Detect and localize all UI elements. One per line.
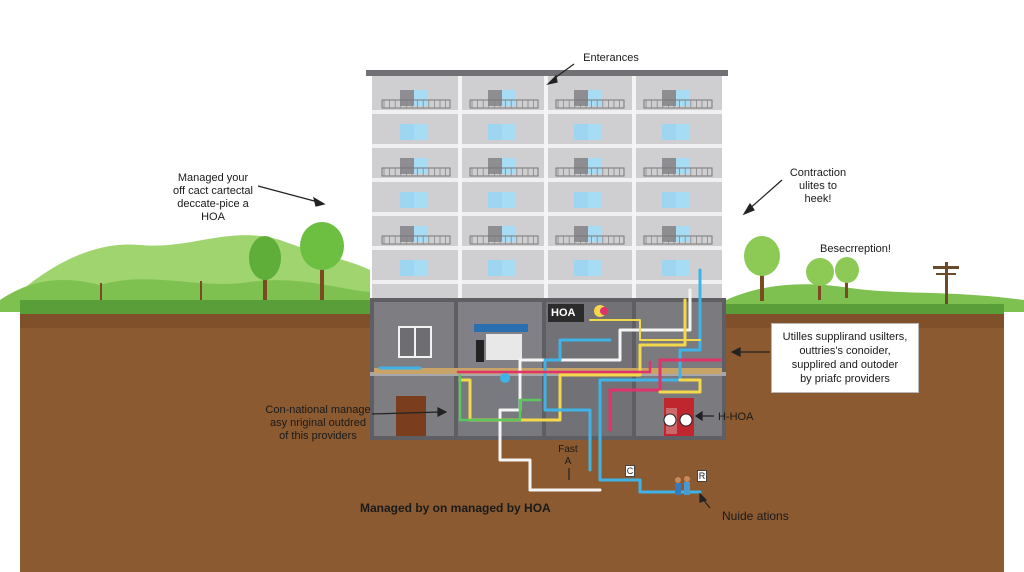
marker-r: R xyxy=(697,470,707,482)
label-managed-bottom: Managed by on managed by HOA xyxy=(360,501,551,515)
marker-c: C xyxy=(625,465,635,477)
utility-pole xyxy=(933,262,959,306)
label-besecrreption: Besecrreption! xyxy=(820,243,891,255)
building xyxy=(366,70,728,298)
grass-left xyxy=(20,300,372,314)
label-fast: Fast A xyxy=(558,444,578,467)
utilities-callout-box: Utilles supplirand usilters, outtries's … xyxy=(771,323,919,393)
label-con-national: Con-national manage asy nriginal outdred… xyxy=(265,404,371,442)
grass-right xyxy=(726,304,1004,316)
label-contraction: Contraction ulites to heek! xyxy=(789,167,847,205)
callout-arrows xyxy=(257,63,783,509)
hoa-sign: HOA xyxy=(551,307,576,319)
label-managed-left: Managed your off cact cartectal deccate-… xyxy=(173,172,253,223)
trees-right xyxy=(744,236,859,301)
label-h-hoa: H-HOA xyxy=(718,411,754,423)
label-entrances: Enterances xyxy=(583,52,639,64)
label-nuide-ations: Nuide ations xyxy=(722,509,789,523)
trees-left xyxy=(100,222,344,303)
utility-pipes xyxy=(378,268,722,494)
people xyxy=(675,476,690,495)
basement xyxy=(370,298,726,440)
